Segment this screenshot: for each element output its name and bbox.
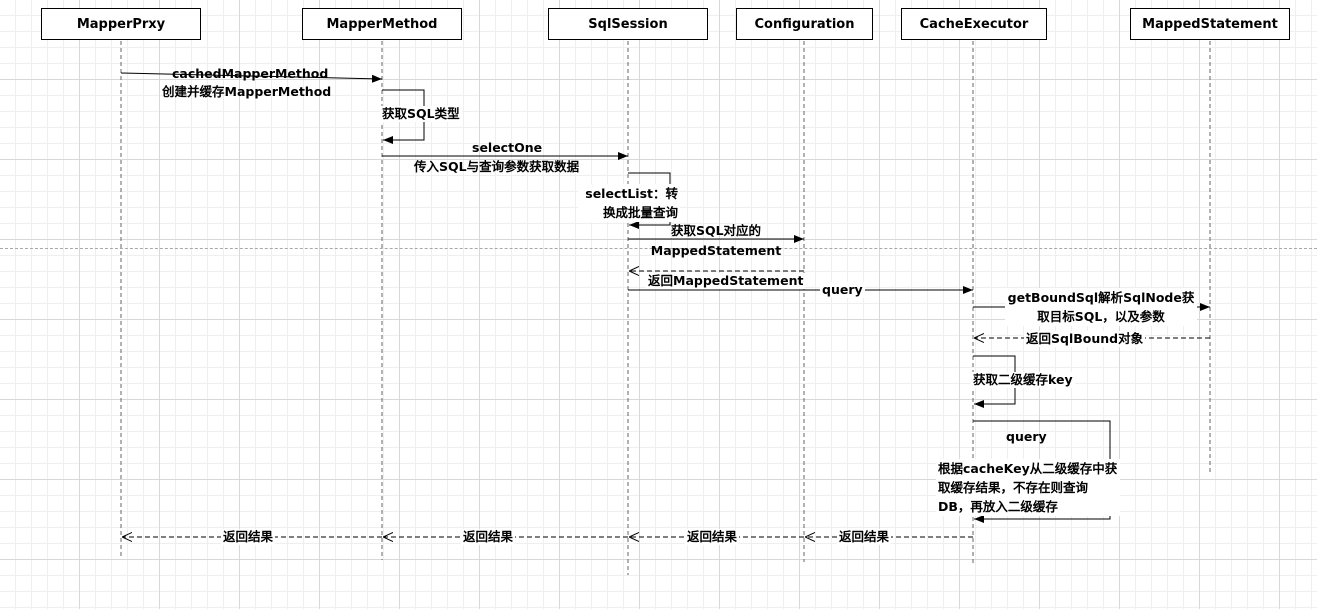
label-cached-mapper-method: cachedMapperMethod bbox=[172, 66, 329, 81]
label-query-desc: 根据cacheKey从二级缓存中获取缓存结果，不存在则查询DB，再放入二级缓存 bbox=[936, 459, 1120, 516]
label-return-result-2: 返回结果 bbox=[461, 529, 516, 545]
participant-cache-executor: CacheExecutor bbox=[901, 8, 1047, 40]
participant-mapper-method: MapperMethod bbox=[302, 8, 462, 40]
participant-mapped-statement: MappedStatement bbox=[1130, 8, 1290, 40]
label-return-result-3: 返回结果 bbox=[685, 529, 740, 545]
label-query-2: query bbox=[1006, 429, 1047, 444]
label-get-cache-key: 获取二级缓存key bbox=[971, 372, 1075, 388]
label-select-list: selectList：转换成批量查询 bbox=[578, 184, 680, 222]
participant-sql-session: SqlSession bbox=[548, 8, 708, 40]
label-return-sql-bound: 返回SqlBound对象 bbox=[1024, 331, 1146, 347]
arrow-cached-mapper-method bbox=[120, 72, 383, 83]
label-get-mapped-statement: 获取SQL对应的MappedStatement bbox=[650, 223, 782, 258]
label-select-one: selectOne bbox=[472, 140, 543, 155]
label-query-1: query bbox=[820, 282, 865, 298]
participant-mapper-proxy: MapperPrxy bbox=[41, 8, 201, 40]
label-return-result-1: 返回结果 bbox=[221, 529, 276, 545]
label-return-result-4: 返回结果 bbox=[837, 529, 892, 545]
separator-line bbox=[0, 248, 1317, 249]
label-get-bound-sql: getBoundSql解析SqlNode获取目标SQL，以及参数 bbox=[1005, 288, 1197, 326]
label-pass-sql-params: 传入SQL与查询参数获取数据 bbox=[414, 159, 580, 174]
participant-configuration: Configuration bbox=[736, 8, 873, 40]
label-get-sql-type: 获取SQL类型 bbox=[380, 106, 462, 122]
label-create-cache-mapper-method: 创建并缓存MapperMethod bbox=[162, 84, 332, 99]
label-return-mapped-statement: 返回MappedStatement bbox=[646, 273, 806, 289]
